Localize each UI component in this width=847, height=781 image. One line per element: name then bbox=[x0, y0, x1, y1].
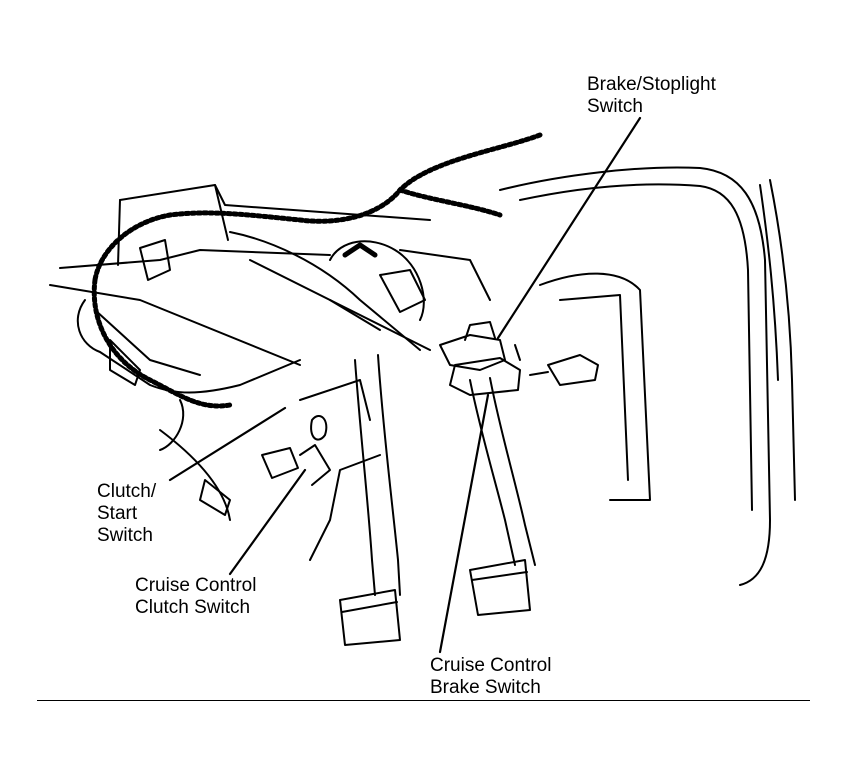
clutch-pedal bbox=[339, 354, 401, 646]
cruise-control-brake-switch-label: Cruise Control Brake Switch bbox=[430, 655, 551, 699]
clutch-start-line-3: Switch bbox=[97, 525, 153, 546]
brake-switch-cluster bbox=[439, 321, 599, 396]
leader-lines bbox=[168, 116, 642, 654]
under-dash-structure bbox=[49, 184, 431, 561]
brake-stoplight-switch-label: Brake/Stoplight Switch bbox=[587, 74, 716, 118]
brake-stoplight-line-2: Switch bbox=[587, 96, 643, 117]
clutch-start-line-1: Clutch/ bbox=[97, 481, 157, 502]
bottom-divider bbox=[37, 700, 810, 701]
wiring-harness bbox=[91, 132, 543, 409]
clutch-switch-cluster bbox=[261, 415, 331, 486]
brake-stoplight-line-1: Brake/Stoplight bbox=[587, 74, 716, 95]
clutch-start-switch-label: Clutch/ Start Switch bbox=[97, 481, 156, 547]
brake-pedal bbox=[469, 377, 536, 616]
cruise-control-clutch-switch-label: Cruise Control Clutch Switch bbox=[135, 575, 256, 619]
cc-clutch-line-2: Clutch Switch bbox=[135, 597, 251, 618]
cc-brake-line-1: Cruise Control bbox=[430, 655, 552, 676]
firewall-panel bbox=[499, 166, 796, 586]
pedal-bracket bbox=[329, 240, 491, 351]
clutch-start-line-2: Start bbox=[97, 503, 138, 524]
cc-brake-line-2: Brake Switch bbox=[430, 677, 541, 698]
cc-clutch-line-1: Cruise Control bbox=[135, 575, 257, 596]
